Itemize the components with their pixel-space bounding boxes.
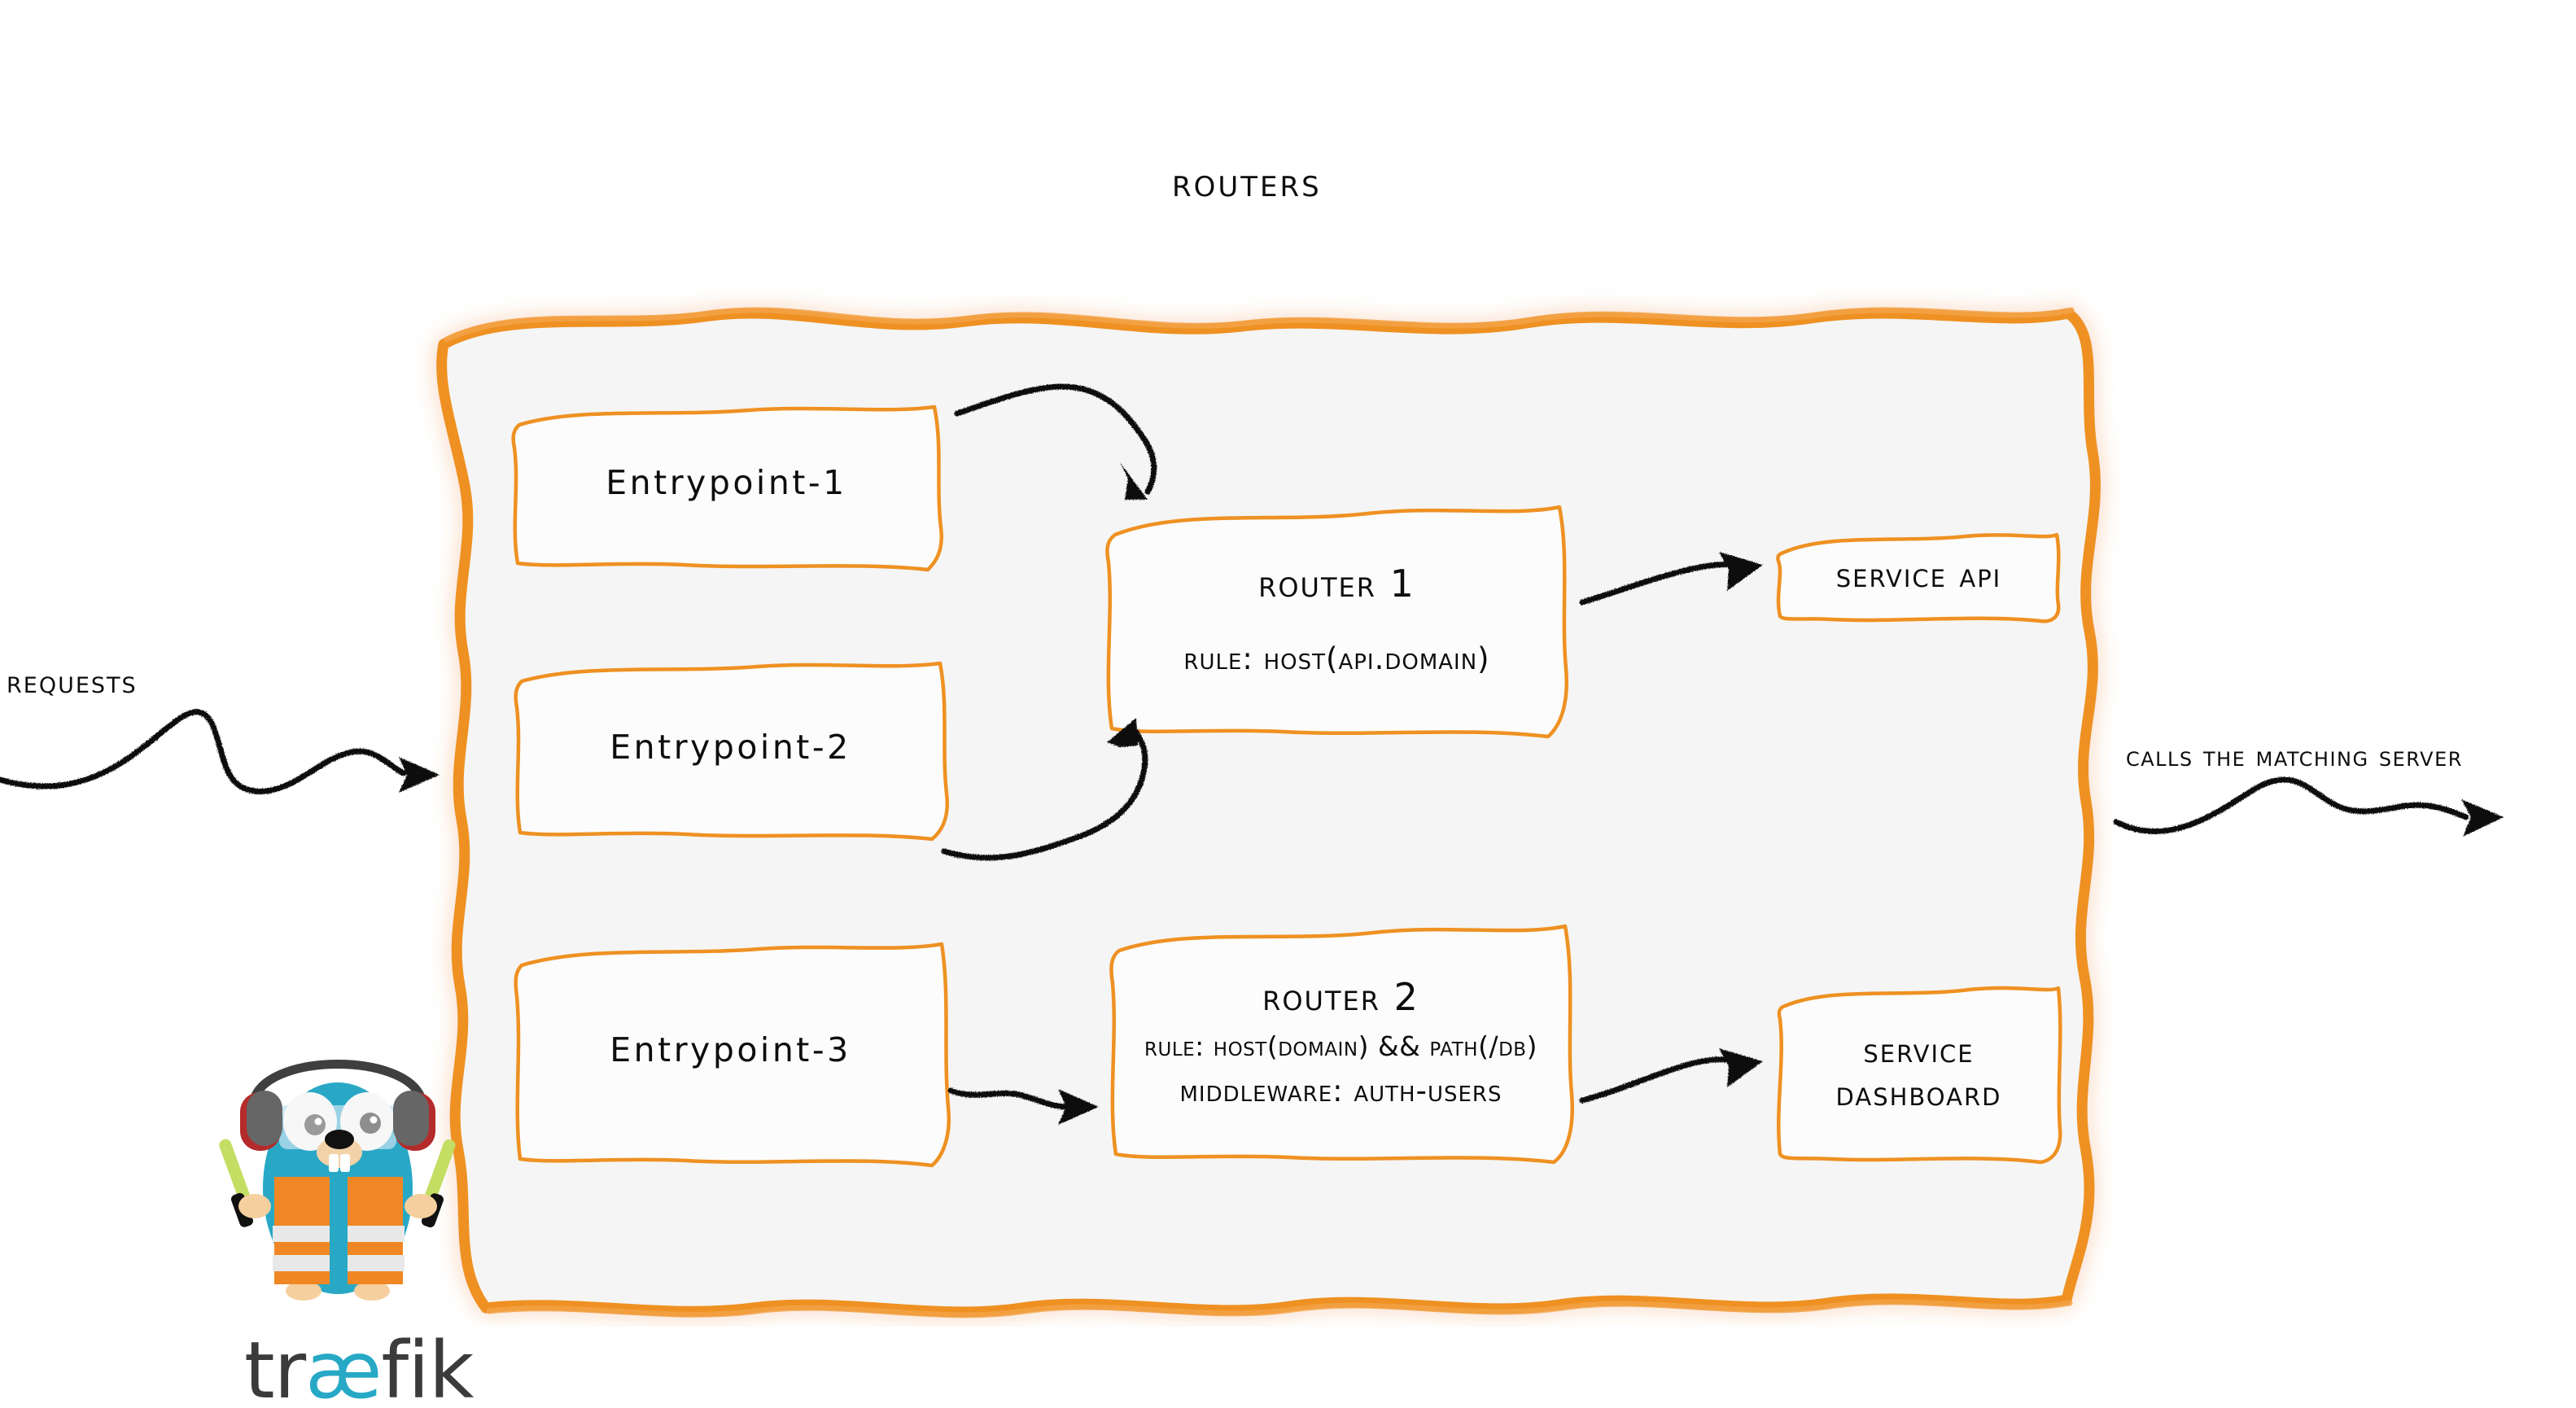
router-2-middleware: Middleware: auth-users xyxy=(1179,1073,1502,1108)
wordmark-ligature: æ xyxy=(305,1325,382,1408)
entrypoint-3-box[interactable]: Entrypoint-3 xyxy=(509,928,952,1172)
service-dashboard-border xyxy=(1777,986,2062,1165)
traefik-gopher-mascot xyxy=(219,1060,456,1301)
router-1-box[interactable]: Router 1 rule: Host(api.domain) xyxy=(1099,492,1575,745)
traefik-wordmark: træfik xyxy=(244,1325,496,1408)
mascot-hand-right xyxy=(405,1194,437,1218)
entrypoint-3-label: Entrypoint-3 xyxy=(610,1030,851,1069)
mascot-foot-left xyxy=(286,1281,321,1301)
wordmark-prefix: tr xyxy=(244,1325,306,1408)
entrypoint-2-border xyxy=(514,661,950,842)
entrypoint-1-border xyxy=(511,404,944,572)
headphone-band xyxy=(250,1060,426,1102)
requests-label: Requests xyxy=(7,664,138,700)
entrypoint-2-label: Entrypoint-2 xyxy=(610,727,851,767)
router-2-box[interactable]: Router 2 rule: Host(domain) && Path(/db)… xyxy=(1103,913,1579,1170)
router-2-rule: rule: Host(domain) && Path(/db) xyxy=(1144,1030,1537,1062)
headphone-cup-left xyxy=(240,1091,282,1151)
entrypoint-1-label: Entrypoint-1 xyxy=(606,463,847,502)
mascot-hand-left xyxy=(238,1194,271,1218)
router-1-title: Router 1 xyxy=(1258,561,1415,606)
mascot-tooth-left xyxy=(329,1154,339,1172)
safety-vest xyxy=(273,1177,405,1291)
mascot-tooth-right xyxy=(340,1154,350,1172)
service-dashboard-box[interactable]: Service Dashboard xyxy=(1770,977,2067,1168)
service-api-border xyxy=(1776,532,2061,623)
entrypoint-1-box[interactable]: Entrypoint-1 xyxy=(505,389,948,576)
mascot-nose xyxy=(325,1130,354,1149)
service-api-label: Service API xyxy=(1835,555,2002,596)
page-title: Routers xyxy=(1172,160,1322,206)
router-1-border xyxy=(1105,505,1568,739)
router-1-rule: rule: Host(api.domain) xyxy=(1183,641,1490,676)
headphone-cup-right xyxy=(393,1091,435,1151)
service-dashboard-label: Service Dashboard xyxy=(1770,1030,2067,1115)
service-api-box[interactable]: Service API xyxy=(1770,525,2067,627)
service-dashboard-line-2: Dashboard xyxy=(1835,1073,2002,1113)
calls-matching-server-label: Calls the matching server xyxy=(2126,741,2463,773)
mascot-foot-right xyxy=(354,1281,390,1301)
service-dashboard-line-1: Service xyxy=(1863,1030,1975,1070)
arrow-calls-matching-server xyxy=(2113,776,2504,837)
entrypoint-2-box[interactable]: Entrypoint-2 xyxy=(509,647,952,846)
entrypoint-3-border xyxy=(514,942,951,1168)
arrow-requests-inbound xyxy=(0,709,440,794)
router-2-border xyxy=(1109,924,1574,1165)
router-2-title: Router 2 xyxy=(1262,974,1419,1019)
wordmark-suffix: fik xyxy=(381,1325,474,1408)
